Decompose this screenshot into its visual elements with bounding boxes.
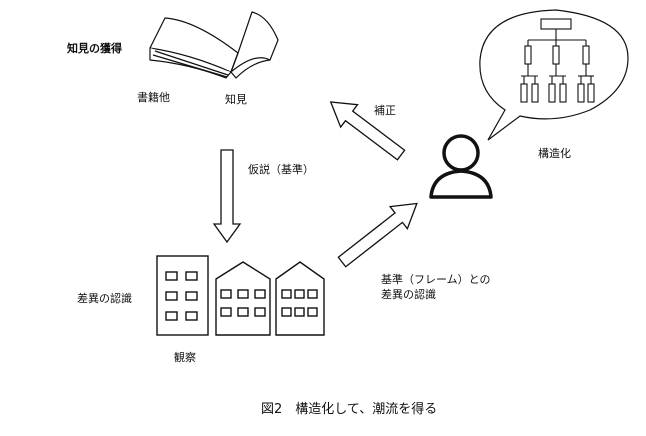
hypothesis-arrow [212,149,242,244]
structuring-label: 構造化 [538,147,571,160]
buildings-icon [156,255,325,336]
thought-bubble-icon [479,9,629,141]
frame-difference-label-line1: 基準（フレーム）との [381,273,491,286]
hierarchy-tree-icon [520,18,595,103]
open-book-icon [149,11,279,79]
knowledge-acquisition-label: 知見の獲得 [67,42,122,55]
figure-caption: 図2 構造化して、潮流を得る [261,402,438,417]
correction-arrow [329,101,406,161]
difference-recognition-label: 差異の認識 [77,292,132,305]
books-etc-label: 書籍他 [137,91,170,104]
recognition-arrow [337,202,418,268]
observation-label: 観察 [174,351,196,364]
correction-label: 補正 [374,104,396,117]
frame-difference-label-line2: 差異の認識 [381,288,436,301]
hypothesis-label: 仮説（基準） [248,163,314,176]
person-icon [429,134,493,199]
knowledge-label: 知見 [225,93,247,106]
